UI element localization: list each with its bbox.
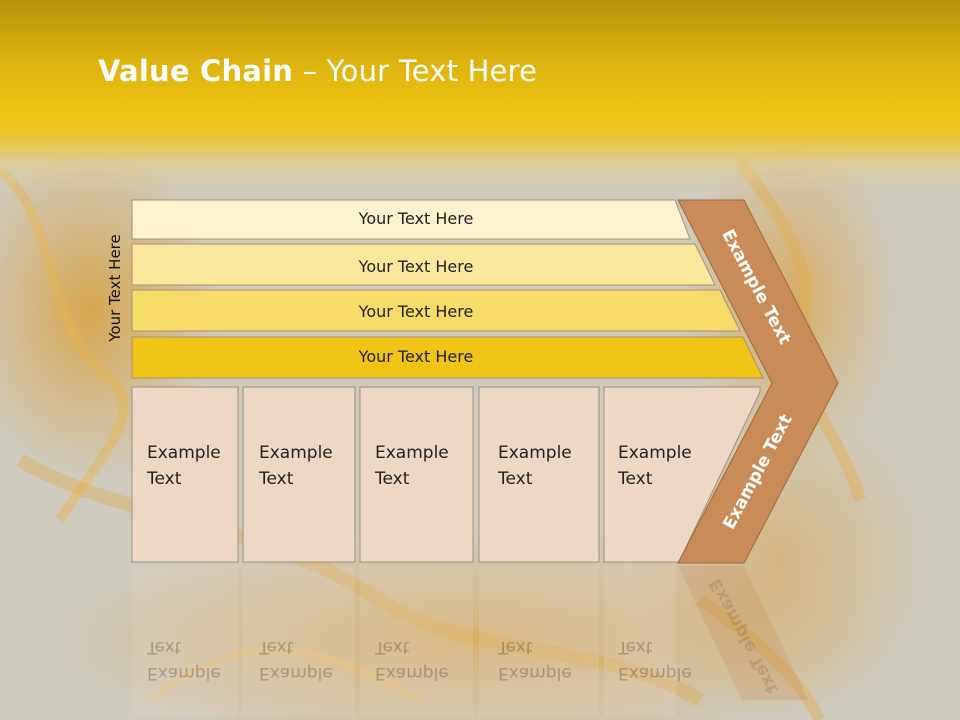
bar-3: [131, 289, 741, 332]
box-3-refl-line1: Example: [375, 663, 449, 683]
box-1-label-reflection: Example Text: [147, 634, 247, 686]
box-2-line2: Text: [259, 469, 294, 489]
box-1-line2: Text: [147, 469, 182, 489]
bar-2: [131, 243, 716, 286]
bar-3-label: Your Text Here: [358, 302, 474, 321]
box-4-reflection: [479, 566, 599, 716]
chevron-reflection: [678, 566, 808, 700]
box-4-line2: Text: [498, 469, 533, 489]
box-4-line1: Example: [498, 443, 572, 463]
box-2-refl-line2: Text: [259, 637, 294, 657]
box-3-reflection: [360, 566, 473, 716]
box-5-refl-line1: Example: [618, 663, 692, 683]
box-1-line1: Example: [147, 443, 221, 463]
box-4-refl-line1: Example: [498, 663, 572, 683]
box-5-line1: Example: [618, 443, 692, 463]
box-4-refl-line2: Text: [498, 637, 533, 657]
box-2-reflection: [243, 566, 355, 716]
box-3-label-reflection: Example Text: [375, 634, 475, 686]
header-band: [0, 0, 960, 190]
title-bold: Value Chain: [98, 54, 294, 88]
bar-4: [131, 336, 764, 379]
box-3: [359, 386, 474, 563]
box-3-line2: Text: [375, 469, 410, 489]
box-1-refl-line1: Example: [147, 663, 221, 683]
box-1: [131, 386, 239, 563]
title-rest: – Your Text Here: [293, 54, 538, 88]
bar-1: [131, 199, 691, 240]
box-5-reflection: [604, 566, 676, 716]
box-5-refl-line2: Text: [618, 637, 653, 657]
box-5-label-reflection: Example Text: [618, 634, 718, 686]
box-1-reflection: [132, 566, 238, 716]
box-2-line1: Example: [259, 443, 333, 463]
box-4-label-reflection: Example Text: [498, 634, 598, 686]
box-2: [242, 386, 356, 563]
box-3-refl-line2: Text: [375, 637, 410, 657]
box-2-label-reflection: Example Text: [259, 634, 359, 686]
box-5: [603, 386, 761, 563]
page-title: Value Chain – Your Text Here: [98, 54, 537, 88]
box-1-refl-line2: Text: [147, 637, 182, 657]
box-3-line1: Example: [375, 443, 449, 463]
bar-4-label: Your Text Here: [358, 347, 474, 366]
chevron-arrow: [677, 199, 839, 564]
box-2-refl-line1: Example: [259, 663, 333, 683]
bar-1-label: Your Text Here: [358, 209, 474, 228]
box-5-line2: Text: [618, 469, 653, 489]
box-4: [478, 386, 600, 563]
bar-2-label: Your Text Here: [358, 257, 474, 276]
